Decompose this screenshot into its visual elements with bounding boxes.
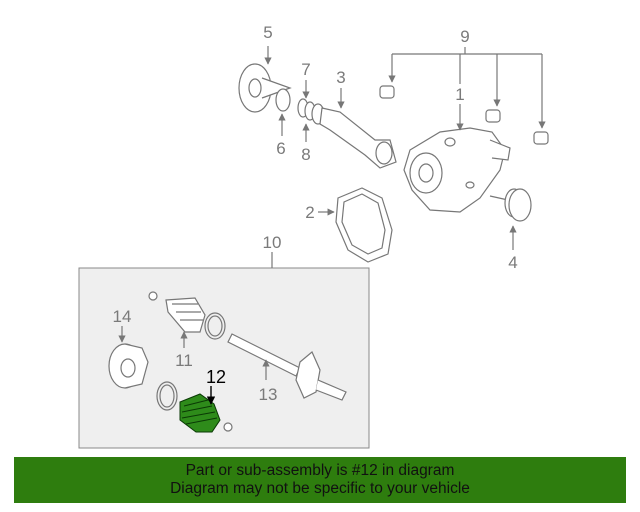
boot-11 xyxy=(165,297,206,333)
leader-lines xyxy=(118,46,546,380)
seal-6 xyxy=(275,88,291,112)
clamp-ring-lower xyxy=(156,381,178,411)
clamp-ring-upper xyxy=(204,312,226,340)
callout-11: 11 xyxy=(175,351,193,370)
pinion-flange-4 xyxy=(489,188,532,222)
banner-line-part: Part or sub-assembly is #12 in diagram xyxy=(185,462,455,479)
axle-housing-3 xyxy=(319,107,397,169)
axle-shaft-13 xyxy=(227,333,347,401)
callout-7: 7 xyxy=(301,60,310,79)
callout-1: 1 xyxy=(455,85,464,104)
small-ring-upper xyxy=(148,291,158,301)
banner-line-disclaimer: Diagram may not be specific to your vehi… xyxy=(170,480,470,497)
info-banner: Part or sub-assembly is #12 in diagram D… xyxy=(14,457,626,503)
plugs-9 xyxy=(379,85,549,145)
callout-10: 10 xyxy=(263,233,282,252)
callout-3: 3 xyxy=(336,68,345,87)
axle-flange-5 xyxy=(238,63,292,113)
parts-diagram: 5 6 7 8 3 9 1 2 4 10 14 11 13 12 xyxy=(78,23,549,449)
callout-12: 12 xyxy=(206,367,226,387)
differential-carrier-1 xyxy=(403,127,511,213)
callout-6: 6 xyxy=(276,139,285,158)
callout-5: 5 xyxy=(263,23,272,42)
callout-4: 4 xyxy=(508,253,517,272)
callout-14: 14 xyxy=(113,307,132,326)
callout-13: 13 xyxy=(259,385,278,404)
cover-2 xyxy=(335,187,393,263)
bearing-7-8 xyxy=(297,98,325,125)
small-ring-lower xyxy=(223,422,233,432)
cv-joint-14 xyxy=(108,343,149,389)
callout-2: 2 xyxy=(305,203,314,222)
callout-8: 8 xyxy=(301,145,310,164)
callout-9: 9 xyxy=(460,27,469,46)
